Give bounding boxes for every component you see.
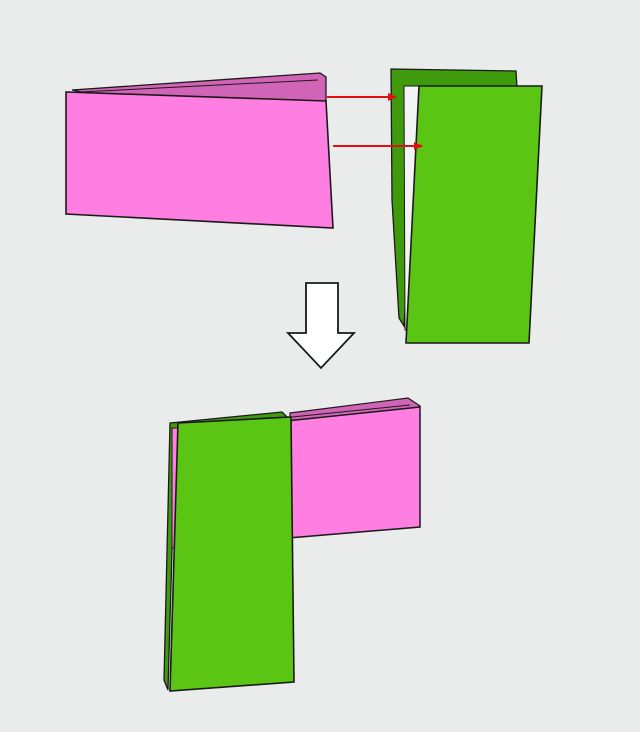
result-green-front-layer xyxy=(169,416,295,692)
step-1-green-folded-strip xyxy=(390,68,543,344)
flow-down-arrow xyxy=(285,282,357,370)
pink-front-layer xyxy=(65,91,334,229)
result-pink-front-layer xyxy=(285,406,421,539)
pink-inner-edge xyxy=(79,79,319,93)
step-2-interlocked-strips xyxy=(163,397,421,692)
step-1-pink-folded-strip xyxy=(65,72,334,229)
result-pink-edge xyxy=(291,404,411,418)
green-front-layer xyxy=(405,85,543,344)
